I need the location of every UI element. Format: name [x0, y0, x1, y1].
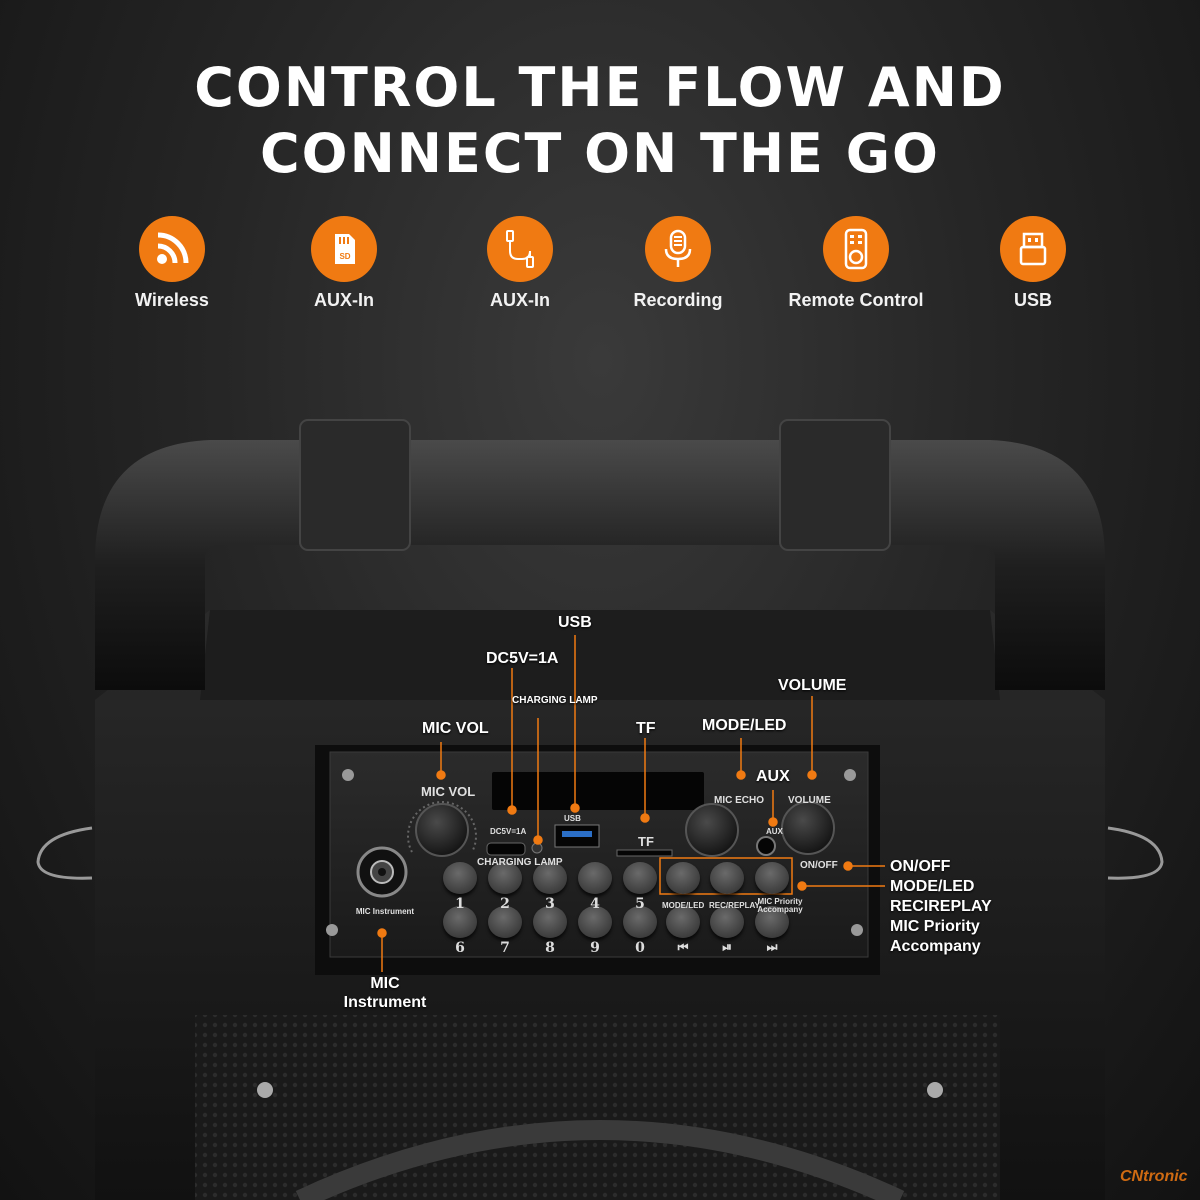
- mic-priority-button[interactable]: [755, 862, 789, 894]
- headline-line-1: CONTROL THE FLOW AND: [194, 56, 1006, 119]
- feature-aux-in: AUX-In: [440, 216, 600, 311]
- button-label-1: 1: [455, 896, 465, 912]
- feature-label: Recording: [633, 290, 723, 310]
- button-label-7: 7: [500, 940, 510, 956]
- panel-label-usb: USB: [564, 814, 581, 823]
- callout-list-right: ON/OFF MODE/LED RECIREPLAY MIC Priority …: [890, 857, 992, 957]
- callout-mic-vol: MIC VOL: [422, 720, 489, 737]
- button-6[interactable]: [443, 906, 477, 938]
- mode-led-button[interactable]: [666, 862, 700, 894]
- button-label-9: 9: [590, 940, 600, 956]
- feature-label: USB: [1013, 290, 1052, 310]
- callout-on-off: ON/OFF: [890, 858, 951, 875]
- panel-label-rec-replay: REC/REPLAY: [709, 901, 760, 910]
- feature-label: AUX-In: [314, 290, 374, 310]
- button-label-3: 3: [545, 896, 555, 912]
- callout-volume: VOLUME: [778, 677, 847, 694]
- callout-mic-priority: MIC Priority: [890, 918, 980, 935]
- panel-label-mic-priority: MIC Priority Accompany: [757, 897, 803, 914]
- callout-mode-led: MODE/LED: [702, 717, 787, 734]
- callout-dc: DC5V=1A: [486, 650, 559, 667]
- speaker-grill: [195, 1015, 1000, 1200]
- svg-text:SD: SD: [339, 252, 350, 261]
- feature-recording: Recording: [598, 216, 758, 311]
- button-5[interactable]: [623, 862, 657, 894]
- panel-label-charging-lamp: CHARGING LAMP: [477, 857, 563, 868]
- panel-label-on-off: ON/OFF: [800, 860, 838, 871]
- button-2[interactable]: [488, 862, 522, 894]
- button-7[interactable]: [488, 906, 522, 938]
- headline-line-2: CONNECT ON THE GO: [260, 122, 940, 185]
- panel-label-volume: VOLUME: [788, 795, 831, 806]
- button-label-5: 5: [635, 896, 645, 912]
- feature-label: AUX-In: [490, 290, 550, 310]
- previous-icon: ⏮: [677, 940, 689, 954]
- button-label-2: 2: [500, 896, 510, 912]
- watermark-logo: CNtronic: [1120, 1168, 1188, 1185]
- panel-label-mode-led: MODE/LED: [662, 901, 705, 910]
- feature-remote-control: Remote Control: [776, 216, 936, 311]
- button-3[interactable]: [533, 862, 567, 894]
- button-label-4: 4: [590, 896, 600, 912]
- next-button[interactable]: [755, 906, 789, 938]
- wireless-icon: [139, 216, 205, 282]
- feature-label: Remote Control: [788, 290, 924, 310]
- callout-tf: TF: [636, 720, 656, 737]
- button-4[interactable]: [578, 862, 612, 894]
- play-pause-icon: ⏯: [722, 940, 732, 954]
- panel-label-mic-echo: MIC ECHO: [714, 795, 764, 806]
- panel-label-dc: DC5V=1A: [490, 827, 527, 836]
- button-label-0: 0: [635, 940, 645, 956]
- panel-label-tf: TF: [638, 834, 654, 849]
- callout-usb: USB: [558, 614, 592, 631]
- callout-accompany: Accompany: [890, 938, 981, 955]
- button-9[interactable]: [578, 906, 612, 938]
- button-label-8: 8: [545, 940, 555, 956]
- callout-rec-replay: RECIREPLAY: [890, 898, 992, 915]
- callout-charging-lamp: CHARGING LAMP: [512, 695, 598, 706]
- button-label-6: 6: [455, 940, 465, 956]
- remote-control-icon: [823, 216, 889, 282]
- feature-tf-card: SD AUX-In: [264, 216, 424, 311]
- feature-label: Wireless: [135, 290, 209, 310]
- feature-wireless: Wireless: [92, 216, 252, 311]
- play-pause-button[interactable]: [710, 906, 744, 938]
- usb-icon: [1000, 216, 1066, 282]
- tf-card-icon: SD: [311, 216, 377, 282]
- rec-replay-button[interactable]: [710, 862, 744, 894]
- callout-aux: AUX: [756, 768, 790, 785]
- previous-button[interactable]: [666, 906, 700, 938]
- callout-mic-instrument: MIC Instrument: [343, 975, 427, 1011]
- button-0[interactable]: [623, 906, 657, 938]
- next-icon: ⏭: [766, 940, 778, 954]
- callout-mode-led-2: MODE/LED: [890, 878, 975, 895]
- display-window: [492, 772, 704, 810]
- panel-label-mic-instrument: MIC Instrument: [355, 907, 415, 916]
- button-8[interactable]: [533, 906, 567, 938]
- headline: CONTROL THE FLOW AND CONNECT ON THE GO: [0, 55, 1200, 187]
- button-1[interactable]: [443, 862, 477, 894]
- microphone-icon: [645, 216, 711, 282]
- panel-label-aux: AUX: [766, 827, 783, 836]
- feature-usb: USB: [953, 216, 1113, 311]
- aux-cable-icon: [487, 216, 553, 282]
- panel-label-mic-vol: MIC VOL: [421, 784, 476, 799]
